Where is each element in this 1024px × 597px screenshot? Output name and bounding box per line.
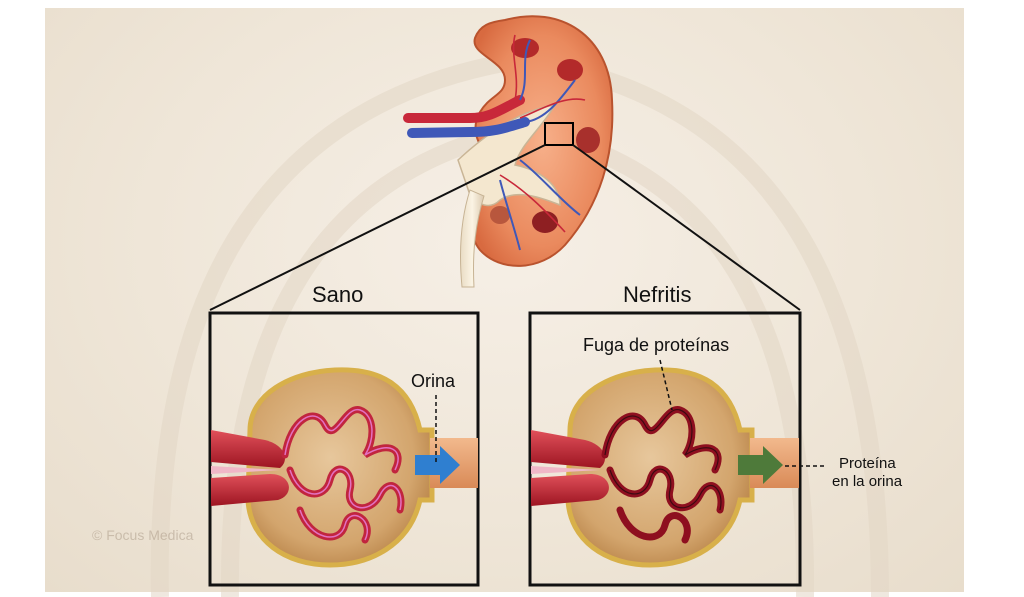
nephritis-panel — [528, 311, 802, 587]
urine-flow-arrow — [415, 446, 460, 484]
protein-in-urine-line2: en la orina — [832, 473, 903, 490]
protein-leak-label: Fuga de proteínas — [583, 335, 730, 355]
zoom-lines — [209, 144, 801, 311]
nephritis-glomerulus — [531, 359, 826, 568]
kidney — [403, 15, 614, 288]
protein-in-urine-line1: Proteína — [839, 455, 896, 472]
watermark: © Focus Medica — [92, 527, 194, 543]
protein-in-urine-label: Proteína en la orina — [832, 455, 902, 491]
nephritis-heading: Nefritis — [623, 282, 692, 307]
healthy-glomerulus — [211, 367, 478, 568]
urine-label: Orina — [411, 371, 456, 391]
healthy-heading: Sano — [312, 282, 364, 307]
protein-flow-arrow — [738, 446, 783, 484]
zoom-box — [544, 122, 574, 146]
